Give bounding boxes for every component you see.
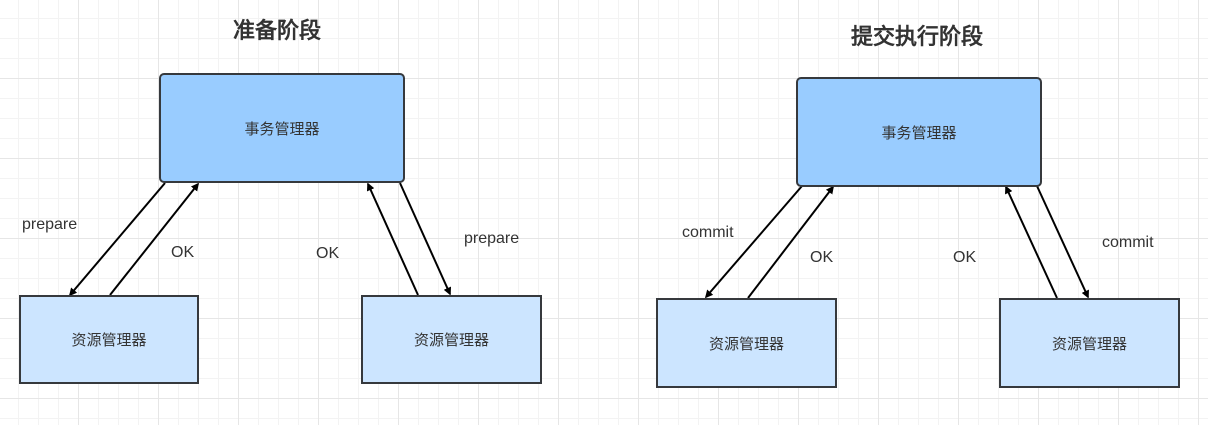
- ok-arrow-right: [366, 182, 419, 296]
- commit-ok-label-right: OK: [953, 249, 977, 266]
- prepare-resource-manager-right: 资源管理器: [361, 295, 542, 384]
- commit-label-left: commit: [682, 224, 734, 241]
- prepare-resource-manager-left: 资源管理器: [19, 295, 199, 384]
- prepare-label-right: prepare: [464, 230, 520, 247]
- prepare-label-left: prepare: [22, 216, 78, 233]
- ok-label-right: OK: [316, 245, 340, 262]
- prepare-resource-manager-left-label: 资源管理器: [71, 331, 147, 349]
- commit-resource-manager-right-label: 资源管理器: [1051, 334, 1127, 353]
- commit-ok-arrow-left: [747, 185, 834, 299]
- commit-ok-label-left: OK: [810, 249, 834, 266]
- prepare-resource-manager-right-label: 资源管理器: [413, 331, 489, 349]
- prepare-transaction-manager-label: 事务管理器: [244, 119, 320, 138]
- commit-resource-manager-right: 资源管理器: [999, 298, 1180, 388]
- commit-label-right: commit: [1102, 234, 1154, 251]
- ok-arrow-left: [109, 182, 199, 296]
- prepare-transaction-manager: 事务管理器: [159, 73, 405, 183]
- ok-label-left: OK: [171, 244, 195, 261]
- commit-transaction-manager: 事务管理器: [796, 77, 1042, 187]
- commit-transaction-manager-label: 事务管理器: [881, 123, 957, 142]
- prepare-arrow-right: [399, 182, 452, 296]
- prepare-phase-title: 准备阶段: [233, 19, 322, 44]
- prepare-arrow-left: [68, 182, 166, 297]
- commit-arrow-right: [1036, 185, 1089, 299]
- commit-ok-arrow-right: [1005, 185, 1058, 299]
- commit-arrow-left: [704, 185, 803, 299]
- commit-phase-title: 提交执行阶段: [851, 25, 984, 50]
- commit-resource-manager-left-label: 资源管理器: [708, 334, 784, 353]
- commit-resource-manager-left: 资源管理器: [656, 298, 837, 388]
